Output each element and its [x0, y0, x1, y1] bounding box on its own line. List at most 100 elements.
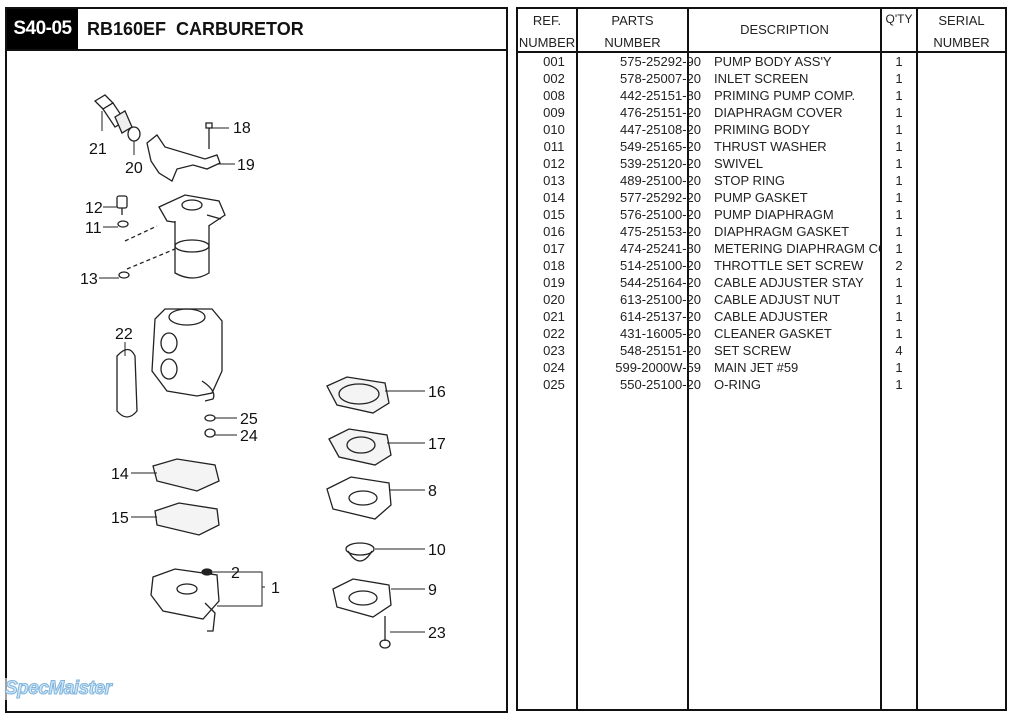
ref-number-cell: 023: [543, 343, 565, 358]
qty-cell: 1: [895, 139, 903, 154]
qty-cell: 1: [895, 156, 903, 171]
header-description: DESCRIPTION: [689, 9, 880, 51]
exploded-parts-diagram: 21 20 18 19 12 11 13 22 25 24 16 17 8 14…: [7, 51, 506, 711]
part-nut: [127, 126, 141, 142]
callout-label: 10: [428, 542, 446, 559]
header-ref-line1: REF.: [532, 13, 562, 28]
part-pump-body-assy: [150, 568, 220, 632]
header-description-label: DESCRIPTION: [740, 22, 829, 37]
part-priming-pump: [326, 476, 392, 520]
watermark-logo: SpecMaister: [3, 678, 114, 700]
qty-cell: 1: [895, 241, 903, 256]
part-number-cell: 599-2000W-59: [615, 360, 701, 375]
part-number-cell: 576-25100-20: [620, 207, 701, 222]
qty-cell: 1: [895, 207, 903, 222]
callout-label: 23: [428, 625, 446, 642]
ref-number-cell: 008: [543, 88, 565, 103]
callout-label: 13: [80, 271, 98, 288]
ref-number-cell: 013: [543, 173, 565, 188]
header-qty-label: Q'TY: [885, 12, 913, 26]
description-cell: SET SCREW: [714, 343, 792, 358]
part-pump-body: [151, 308, 223, 402]
callout-label: 18: [233, 120, 251, 137]
ref-number-cell: 018: [543, 258, 565, 273]
part-cleaner-gasket: [116, 348, 138, 418]
table-body: 001 575-25292-90 PUMP BODY ASS'Y 1 002 578-25…: [518, 53, 1005, 393]
callout-label: 9: [428, 582, 437, 599]
qty-cell: 4: [895, 343, 903, 358]
title-bar: S40-05 RB160EF CARBURETOR: [7, 9, 506, 51]
qty-cell: 1: [895, 309, 903, 324]
part-number-cell: 431-16005-20: [620, 326, 701, 341]
part-number-cell: 476-25151-20: [620, 105, 701, 120]
part-o-ring: [204, 414, 216, 422]
callout-label: 24: [240, 428, 258, 445]
page-title: RB160EF CARBURETOR: [87, 19, 304, 39]
description-cell: O-RING: [714, 377, 761, 392]
ref-number-cell: 024: [543, 360, 565, 375]
part-metering-diaphragm: [328, 428, 392, 466]
part-number-cell: 514-25100-20: [620, 258, 701, 273]
callout-label: 19: [237, 157, 255, 174]
part-set-screw: [379, 616, 391, 649]
part-number-cell: 575-25292-90: [620, 54, 701, 69]
part-thrust-washer: [117, 220, 129, 228]
description-cell: CABLE ADJUSTER: [714, 309, 829, 324]
part-number-cell: 578-25007-20: [620, 71, 701, 86]
column-divider: [880, 9, 882, 709]
ref-number-cell: 020: [543, 292, 565, 307]
description-cell: THRUST WASHER: [714, 139, 827, 154]
part-number-cell: 549-25165-20: [620, 139, 701, 154]
ref-number-cell: 012: [543, 156, 565, 171]
ref-number-cell: 011: [543, 139, 565, 154]
callout-label: 21: [89, 141, 107, 158]
callout-label: 17: [428, 436, 446, 453]
ref-number-cell: 016: [543, 224, 565, 239]
header-parts-number: PARTS NUMBER: [578, 9, 687, 51]
description-cell: PUMP BODY ASS'Y: [714, 54, 832, 69]
description-cell: METERING DIAPHRAGM CO: [714, 241, 880, 256]
ref-number-cell: 001: [543, 54, 565, 69]
callout-label: 15: [111, 510, 129, 527]
part-number-cell: 613-25100-20: [620, 292, 701, 307]
callout-label: 16: [428, 384, 446, 401]
part-priming-bulb: [345, 542, 375, 562]
part-number-cell: 544-25164-20: [620, 275, 701, 290]
leader-lines: [99, 111, 425, 633]
part-number-cell: 577-25292-20: [620, 190, 701, 205]
qty-cell: 1: [895, 360, 903, 375]
qty-cell: 1: [895, 173, 903, 188]
ref-number-cell: 021: [543, 309, 565, 324]
diagram-svg: 21 20 18 19 12 11 13 22 25 24 16 17 8 14…: [80, 94, 446, 649]
ref-number-cell: 002: [543, 71, 565, 86]
description-cell: CABLE ADJUST NUT: [714, 292, 841, 307]
header-divider: [518, 51, 1005, 53]
part-pump-diaphragm: [154, 502, 220, 536]
header-qty: Q'TY: [882, 9, 916, 51]
part-stop-ring: [118, 271, 130, 279]
qty-cell: 1: [895, 54, 903, 69]
ref-number-cell: 017: [543, 241, 565, 256]
description-cell: PUMP GASKET: [714, 190, 808, 205]
part-number-cell: 475-25153-20: [620, 224, 701, 239]
header-parts-line2: NUMBER: [604, 35, 661, 50]
part-diaphragm-cover: [332, 578, 392, 618]
part-inlet-screen: [201, 568, 213, 576]
qty-cell: 1: [895, 224, 903, 239]
ref-number-cell: 025: [543, 377, 565, 392]
section-code-badge: S40-05: [7, 9, 78, 49]
callout-labels: 21 20 18 19 12 11 13 22 25 24 16 17 8 14…: [80, 120, 446, 642]
description-cell: SWIVEL: [714, 156, 764, 171]
